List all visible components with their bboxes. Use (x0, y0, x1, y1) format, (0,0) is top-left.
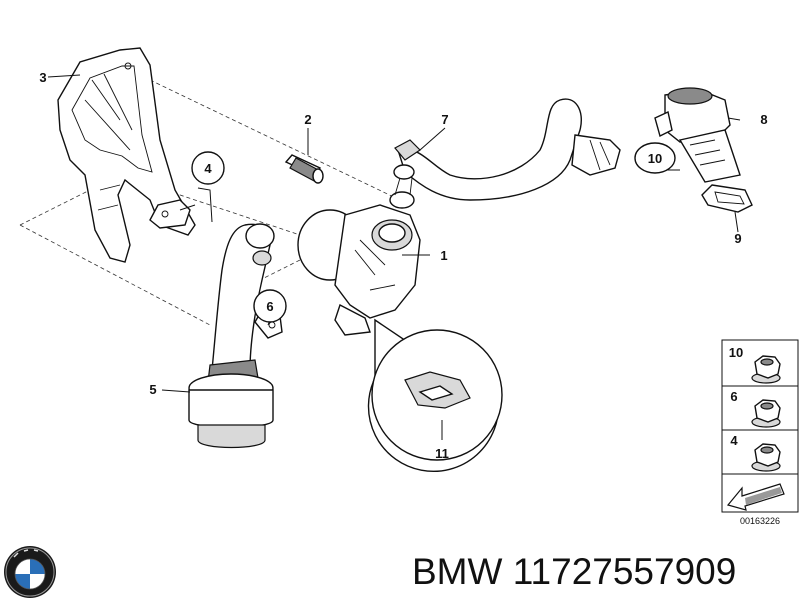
bracket-frame-part (57, 47, 196, 263)
part-label-3: 3 (39, 70, 46, 85)
hex-flange-nut-icon (751, 399, 781, 428)
sensor-plug-part (284, 154, 324, 184)
part-label-7: 7 (441, 112, 448, 127)
part-label-4: 4 (204, 161, 212, 176)
part-label-2: 2 (304, 112, 311, 127)
legend-label-4: 4 (730, 433, 738, 448)
air-valve-part (654, 87, 741, 183)
curved-hose-part (394, 98, 621, 201)
diagram-code: 00163226 (740, 516, 780, 526)
part-label-6: 6 (266, 299, 273, 314)
small-bracket-part (149, 199, 191, 229)
hex-flange-nut-icon (751, 443, 781, 472)
callout-circle-10 (634, 142, 676, 174)
part-number-caption: BMW 11727557909 (412, 551, 737, 592)
fastener-legend: 10 6 4 (721, 339, 799, 513)
arrow-icon (726, 483, 785, 511)
callout-circle-4 (191, 151, 225, 185)
filter-hose-part (188, 223, 275, 449)
part-label-1: 1 (440, 248, 447, 263)
part-label-10: 10 (648, 151, 662, 166)
callout-circle-6 (253, 289, 287, 323)
part-label-5: 5 (149, 382, 156, 397)
connector-detail-callout (367, 318, 503, 473)
part-label-11: 11 (435, 446, 449, 461)
bmw-roundel-icon (4, 546, 56, 598)
part-label-9: 9 (734, 231, 741, 246)
hex-flange-nut-icon (751, 355, 781, 384)
legend-label-6: 6 (730, 389, 737, 404)
air-pump-part (297, 164, 421, 336)
gasket-part (701, 184, 753, 213)
legend-label-10: 10 (729, 345, 743, 360)
part-label-8: 8 (760, 112, 767, 127)
